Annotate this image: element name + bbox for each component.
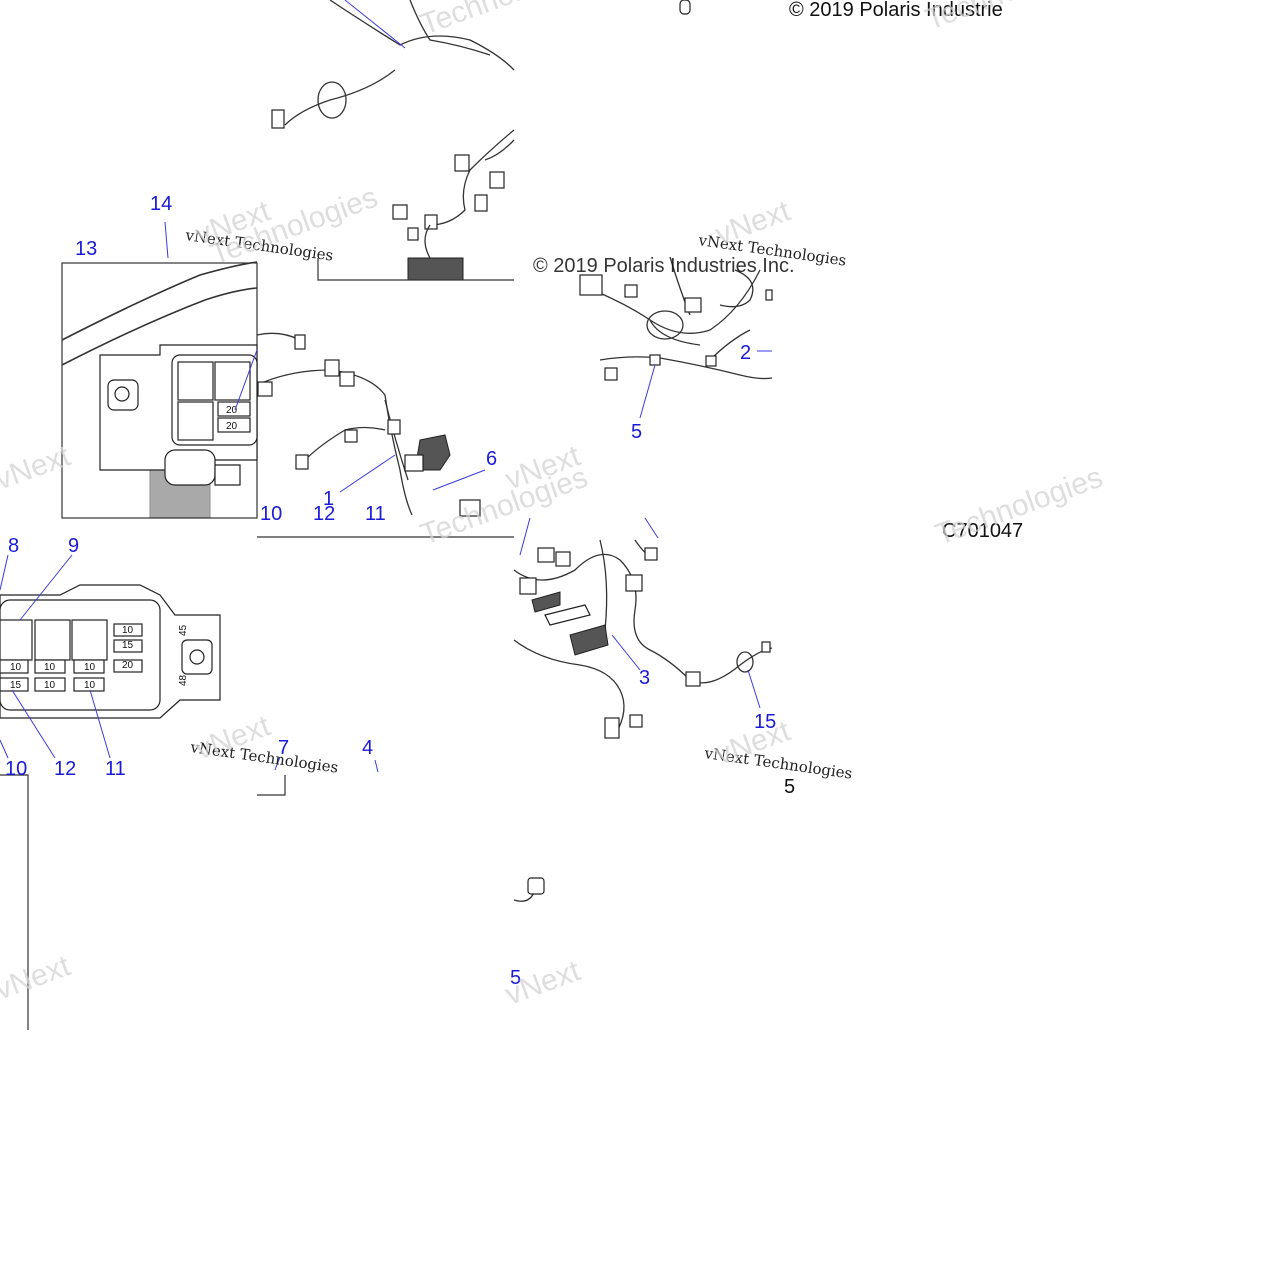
callout-10: 10	[260, 503, 282, 525]
fuse-label: 10	[10, 662, 22, 673]
fuse-label: 48	[178, 674, 189, 686]
harness-center-section	[256, 332, 514, 538]
fuse-label: 45	[178, 624, 189, 636]
copyright-text: © 2019 Polaris Industries Inc.	[533, 255, 795, 277]
fuse-label: 10	[84, 680, 96, 691]
callout-11: 11	[105, 758, 126, 780]
fuse-label: 15	[122, 640, 134, 651]
callout-8: 8	[8, 535, 19, 557]
callout-5: 5	[784, 776, 795, 798]
copyright-text: © 2019 Polaris Industrie	[789, 0, 1003, 21]
callout-15: 15	[754, 711, 776, 733]
connector-bottom	[513, 877, 545, 902]
harness-right-section	[579, 256, 773, 419]
fuse-label: 15	[10, 680, 22, 691]
fuse-label: 10	[44, 662, 56, 673]
fuse-label: 10	[44, 680, 56, 691]
callout-14: 14	[150, 193, 172, 215]
diagram-code: C701047	[942, 520, 1023, 542]
callout-12: 12	[313, 503, 335, 525]
fuse-label: 10	[84, 662, 96, 673]
callout-2: 2	[740, 342, 751, 364]
fuse-label: 20	[226, 421, 238, 432]
harness-lower-right-section	[513, 517, 773, 739]
fuse-box-detail-top: 20 20	[61, 221, 258, 519]
harness-top-section	[271, 0, 691, 281]
callout-numbers: 14 13 1 6 2 5 10 12 11 8 9 3 15 7 4 10 1…	[5, 193, 795, 989]
watermark-logo: vNext	[0, 439, 75, 496]
callout-7: 7	[278, 737, 289, 759]
fuse-label: 20	[226, 405, 238, 416]
callout-6: 6	[486, 448, 497, 470]
fuse-box-detail-bottom: 10 15 20 10 10 10 15 10 10 45 48	[0, 554, 379, 1030]
fuse-label: 20	[122, 660, 134, 671]
callout-10: 10	[5, 758, 27, 780]
callout-13: 13	[75, 238, 97, 260]
callout-9: 9	[68, 535, 79, 557]
callout-4: 4	[362, 737, 373, 759]
callout-1: 1	[323, 488, 334, 510]
callout-5: 5	[631, 421, 642, 443]
watermark-logo: Technologies	[416, 0, 592, 42]
watermark-logo: vNext	[0, 949, 75, 1006]
callout-11: 11	[365, 503, 386, 525]
watermark-logo: Technologies	[921, 0, 1097, 37]
callout-5: 5	[510, 967, 521, 989]
callout-3: 3	[639, 667, 650, 689]
watermark-logo: vNext	[501, 954, 585, 1011]
fuse-label: 10	[122, 625, 134, 636]
callout-12: 12	[54, 758, 76, 780]
